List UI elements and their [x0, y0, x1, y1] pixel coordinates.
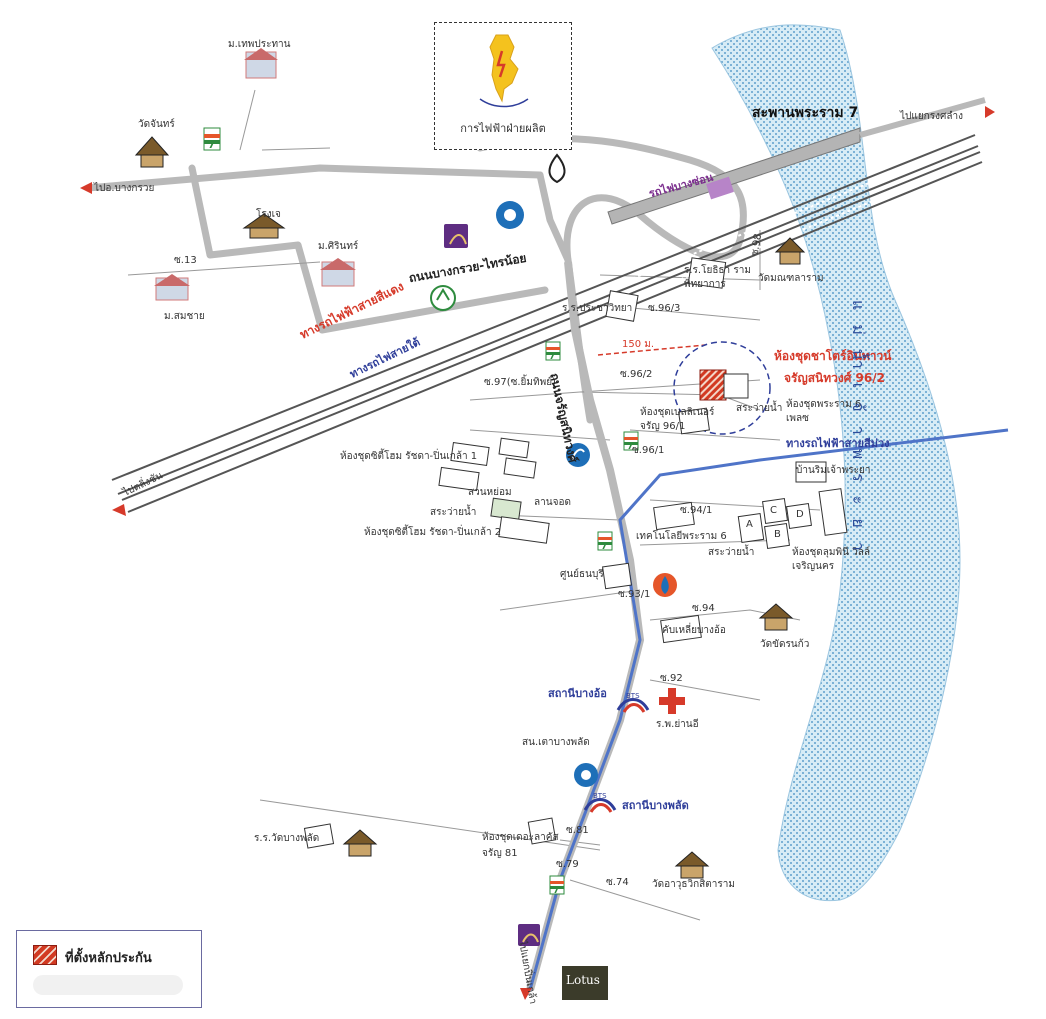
direction-arrows: [80, 106, 995, 1000]
label-school: ร.ร.โยธิธา รามพิทยาการ: [684, 265, 751, 290]
label-condo-main-1: ห้องชุดชาโตร์อินทาวน์: [774, 349, 892, 363]
collateral-site: [699, 369, 727, 401]
label-condo-main-2: จรัญสนิทวงศ์ 96/2: [784, 371, 885, 385]
label-club-bangpho: คับเหลี่ยบางอ้อ: [662, 625, 726, 636]
label-to-bangkruai: ไปอ.บางกรวย: [94, 183, 155, 194]
gas-station-icon: [653, 573, 677, 597]
target-circle: [673, 341, 771, 435]
label-sign-d: D: [796, 509, 804, 520]
svg-text:7: 7: [601, 542, 607, 552]
label-soi-81: ซ.81: [566, 825, 589, 836]
hospital-icon: [659, 688, 685, 714]
label-rooftop: ลานจอด: [534, 497, 571, 508]
label-pool3: สระว่ายน้ำ: [708, 547, 755, 558]
building-b: [723, 373, 749, 399]
label-condo-bellini: ห้องชุดเบลลิเนอร์ จรัญ 96/1: [640, 407, 715, 432]
label-bridge: สะพานพระราม 7: [752, 105, 859, 121]
label-ror-ror-wat: ร.ร.วัดบางพลัด: [254, 833, 320, 844]
label-sign-c: C: [770, 505, 777, 516]
label-purple-line: ทางรถไฟฟ้าสายสีม่วง: [786, 437, 890, 450]
railway-tracks: [111, 134, 983, 513]
label-wat-khrua: วัดขัดรนก้ว: [760, 639, 810, 650]
label-condo-rama6: ห้องชุดพระราม 6 เพลซ: [786, 399, 862, 424]
label-station-bangor: สถานีบางอ้อ: [548, 687, 607, 700]
bridge-road: [859, 97, 986, 138]
label-station-bangphlat: สถานีบางพลัด: [622, 799, 689, 812]
label-to-klongsam: ไปแยกรงศลำง: [900, 111, 963, 122]
krungthai-icons: [496, 201, 598, 787]
label-wat-uttama: วัดอาวุธวิกสิตาราม: [652, 879, 735, 890]
label-police: สน.เตาบางพลัด: [522, 737, 590, 748]
label-pool2: สระว่ายน้ำ: [430, 507, 477, 518]
label-condo-city-home-1: ห้องชุดซิตี้โฮม รัชดา-ปิ่นเกล้า 1: [340, 451, 478, 462]
egat-drop-icon: [548, 153, 566, 184]
building-blocks: [303, 257, 848, 849]
kbank-icon: [430, 285, 456, 311]
housing-icons: [154, 48, 356, 301]
label-pool: สระว่ายน้ำ: [736, 403, 783, 414]
label-soi-96-2: ซ.96/2: [620, 369, 653, 380]
egat-logo: [479, 34, 529, 108]
sois: [127, 89, 821, 921]
label-m-sirinthip: ม.ศิรินทร์: [318, 241, 359, 252]
svg-text:7: 7: [549, 352, 555, 362]
label-m-somchai: ม.สมชาย: [164, 311, 205, 322]
label-m-thepprathan: ม.เทพประทาน: [228, 39, 291, 50]
label-soi-94-1: ซ.94/1: [680, 505, 713, 516]
label-condo-lumpini: ห้องชุดลุมพินี วิลล์ เจริญนคร: [792, 547, 870, 572]
label-school-prachaphiwat: ร.ร.ประชาวิทยา: [562, 303, 633, 314]
label-soi-13: ซ.13: [174, 255, 197, 266]
label-soi-94: ซ.94: [692, 603, 715, 614]
seven-eleven-icons: 7 7 7 7 7: [203, 127, 639, 896]
label-hospital: ร.พ.ย่านอี: [656, 719, 699, 730]
label-sign-b: B: [774, 529, 781, 540]
label-soi-96-3: ซ.96/3: [648, 303, 681, 314]
chao-phraya-river: [711, 24, 961, 902]
label-garden: สวนหย่อม: [468, 487, 512, 498]
label-soi-79: ซ.79: [556, 859, 579, 870]
rama7-bridge: [607, 127, 861, 225]
ptt-icon: [566, 443, 590, 467]
station-icon-bangor: BTS: [616, 692, 650, 713]
svg-text:7: 7: [208, 140, 215, 151]
label-rongje: โรงเจ: [256, 209, 281, 220]
label-wat-chanthon: วัดจันทร์: [138, 119, 175, 130]
legend-redacted: [33, 975, 183, 995]
distance-marker: [597, 344, 706, 356]
label-soi-74: ซ.74: [606, 877, 629, 888]
bank-icons-inner: [449, 234, 539, 943]
svg-text:BTS: BTS: [626, 692, 640, 700]
egat-box: การไฟฟ้าฝ่ายผลิต: [434, 22, 572, 150]
label-to-riverside: บ้านริมเจ้าพระยา: [796, 465, 871, 476]
label-wat-mongkhon: วัดมณฑลาราม: [758, 273, 824, 284]
bangson-station-marker: [706, 176, 734, 200]
label-condo-city-home-2: ห้องชุดซิตี้โฮม รัชดา-ปิ่นเกล้า 2: [364, 527, 502, 538]
label-sign-a: A: [746, 519, 753, 530]
svg-text:7: 7: [553, 886, 559, 896]
label-lotus: Lotus: [566, 973, 600, 987]
label-river: แม่น้ำเจ้าพระยา: [849, 300, 868, 565]
label-condo-lakeside: ห้องชุดเดอะลาคัส จรัญ 81: [482, 832, 559, 859]
station-icon-bangphlat: BTS: [583, 792, 617, 813]
label-soi-93-1: ซ.93/1: [618, 589, 651, 600]
temple-icons: [134, 136, 806, 879]
egat-label: การไฟฟ้าฝ่ายผลิต: [460, 122, 546, 135]
lotus-store: [562, 966, 608, 1000]
label-dist-150: 150 ม.: [622, 339, 655, 350]
purple-line: [528, 428, 1009, 991]
legend: ที่ตั้งหลักประกัน: [16, 930, 202, 1008]
svg-text:7: 7: [627, 442, 633, 452]
legend-label: ที่ตั้งหลักประกัน: [65, 951, 152, 966]
label-center-bangpho: ศูนย์ธนบุรี: [560, 569, 604, 580]
legend-swatch-collateral: [33, 945, 57, 965]
svg-text:BTS: BTS: [593, 792, 607, 800]
label-soi-97: ซ.97(ซ.ยิ้มทิพย์): [484, 377, 556, 388]
label-soi-96-1: ซ.96/1: [632, 445, 665, 456]
label-soi-92: ซ.92: [660, 673, 683, 684]
label-tech-rama6: เทคโนโลยีพระราม 6: [636, 531, 727, 542]
